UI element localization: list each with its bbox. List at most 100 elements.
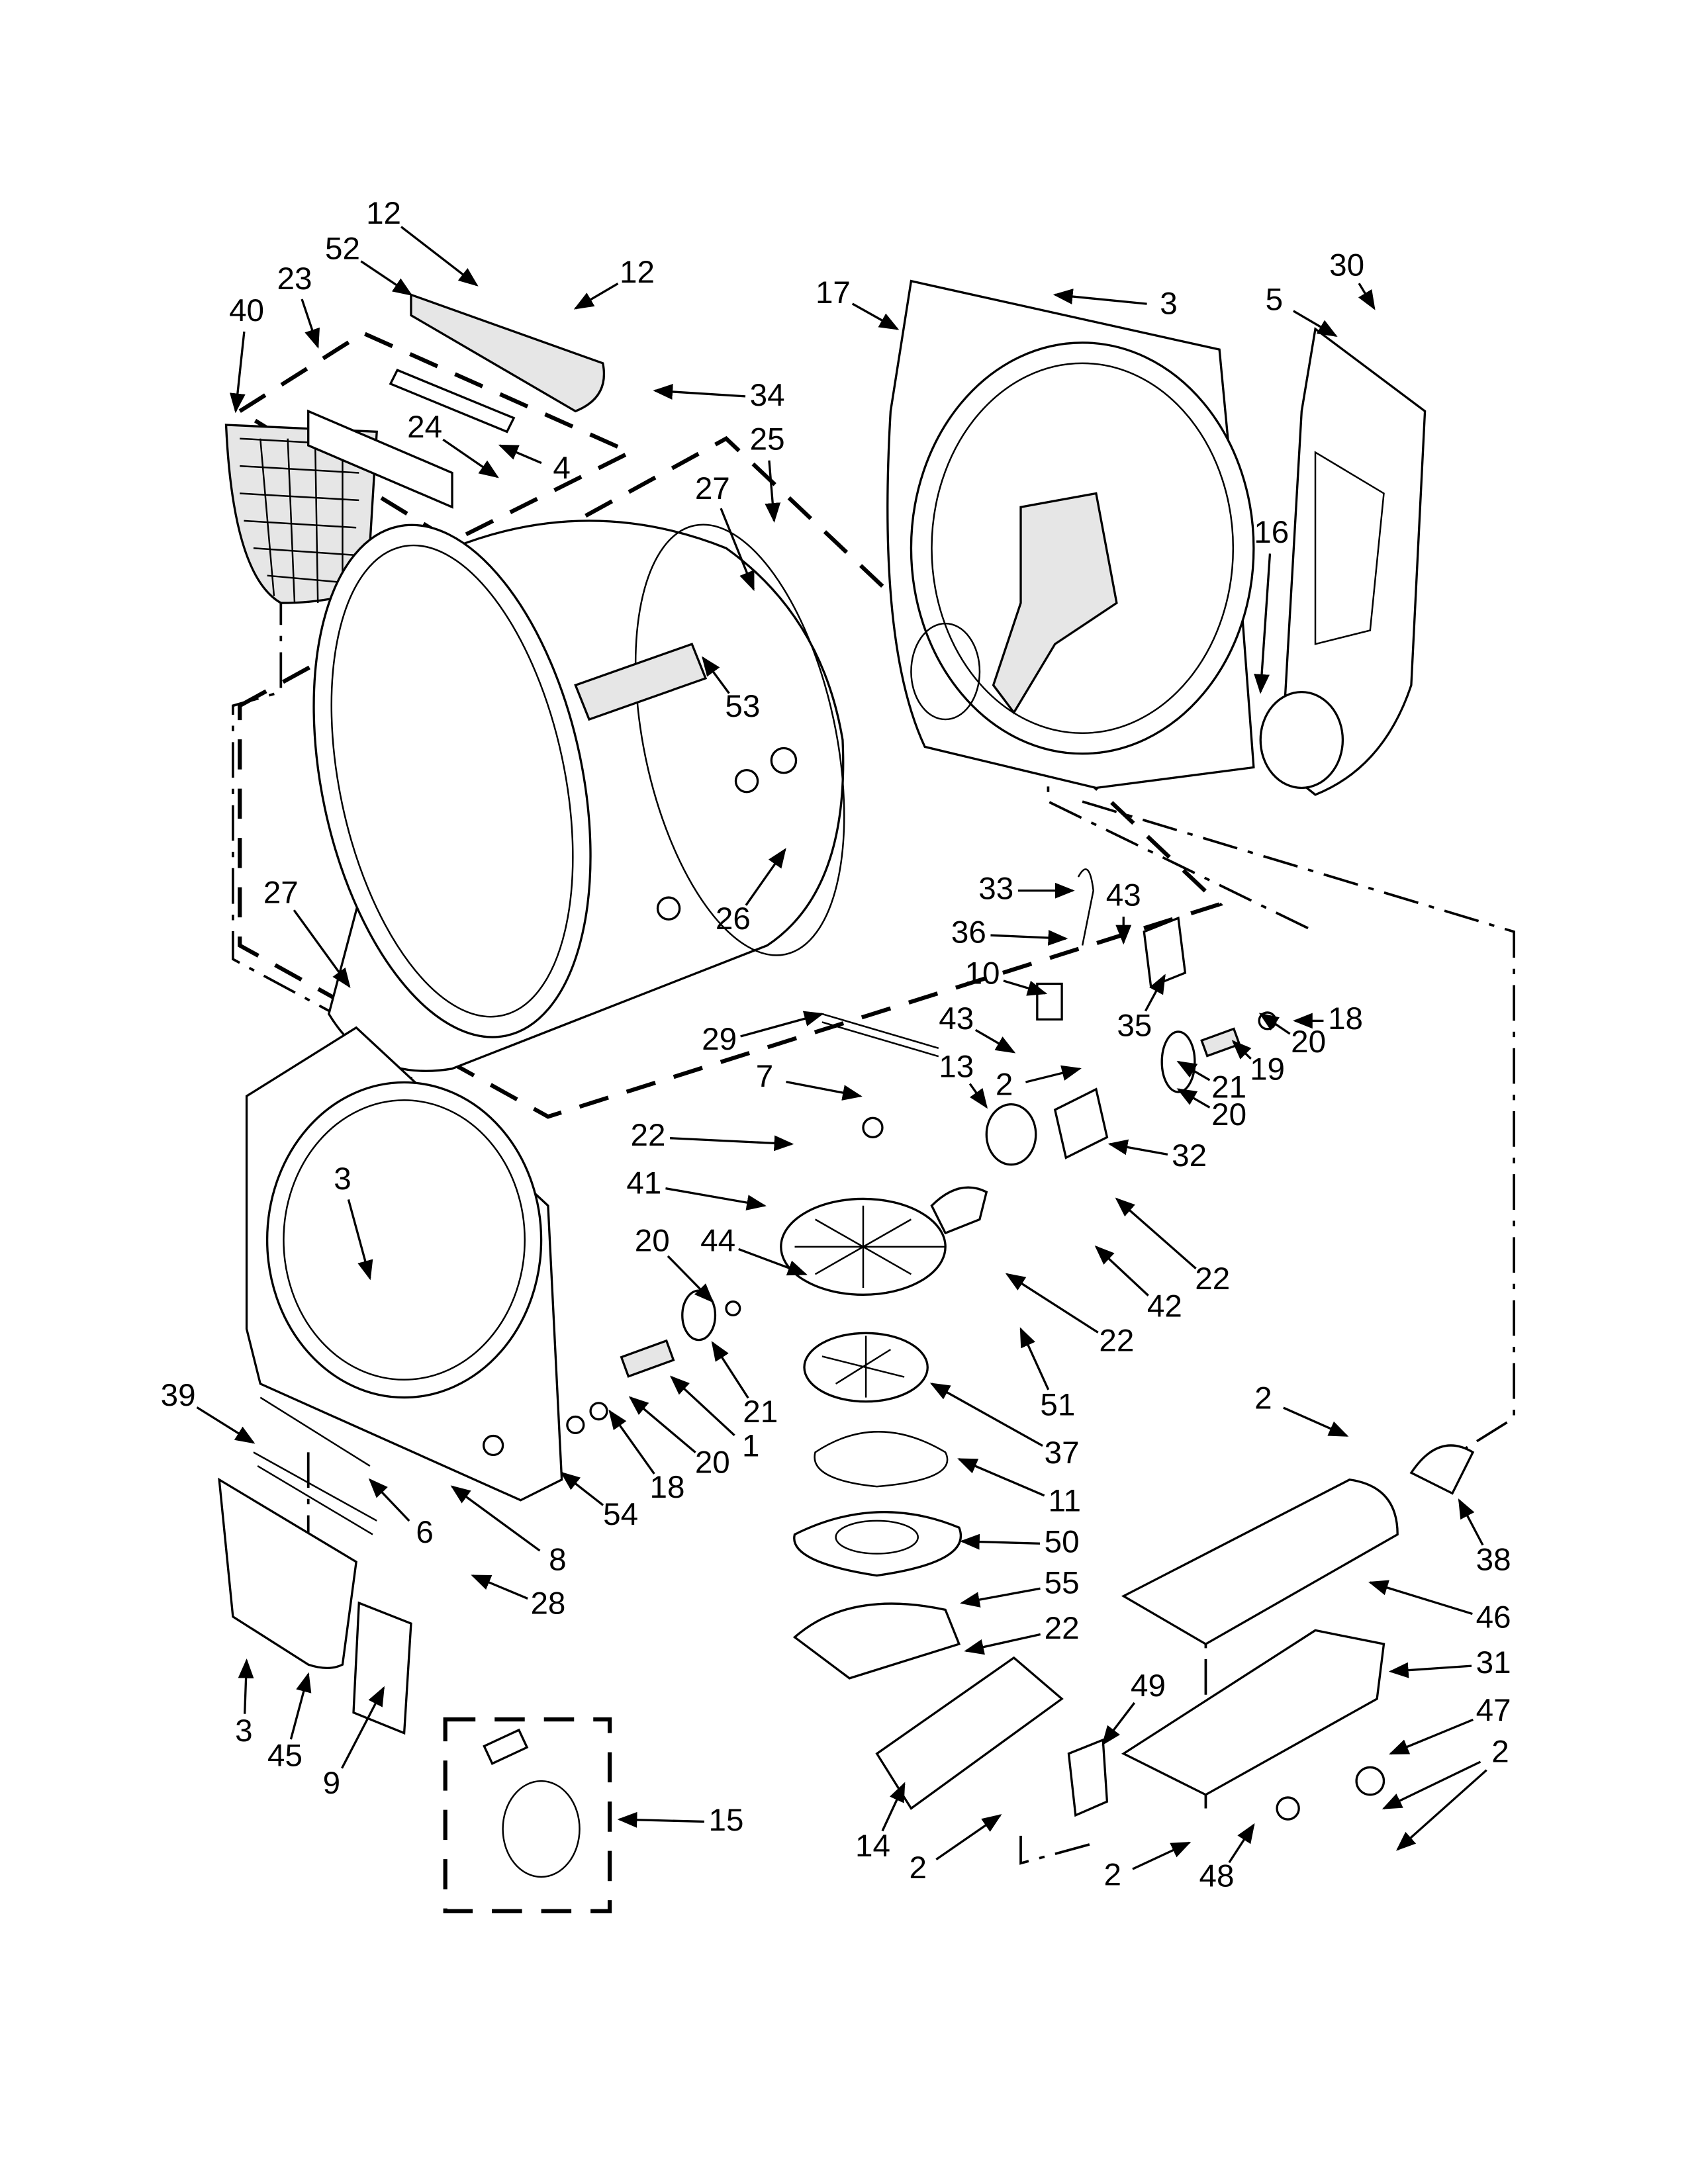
leader-arrow (702, 656, 730, 694)
heater-assembly (875, 1444, 1475, 1821)
callout-22: 22 (964, 1611, 1080, 1655)
callout-36: 36 (951, 915, 1068, 950)
leader-arrow (1231, 1040, 1252, 1060)
callout-number: 23 (277, 261, 312, 296)
callout-7: 7 (756, 1059, 863, 1101)
callout-27: 27 (263, 876, 351, 989)
callout-number: 7 (756, 1059, 773, 1094)
leader-arrow (617, 1811, 704, 1828)
leader-arrow (738, 1248, 808, 1276)
callout-22: 22 (631, 1118, 794, 1153)
callout-number: 36 (951, 915, 986, 950)
callout-40: 40 (229, 293, 264, 414)
callout-number: 29 (702, 1022, 737, 1057)
callout-2: 2 (1254, 1381, 1349, 1437)
callout-45: 45 (267, 1672, 312, 1774)
callout-number: 47 (1476, 1693, 1511, 1728)
leader-arrow (1025, 1065, 1082, 1083)
callout-27: 27 (695, 471, 755, 592)
leader-arrow (1003, 979, 1048, 996)
leader-arrow (1019, 1327, 1050, 1390)
callout-19: 19 (1231, 1040, 1285, 1087)
callout-21: 21 (711, 1341, 778, 1430)
leader-arrow (1115, 1197, 1197, 1270)
leader-arrow (196, 1406, 256, 1444)
callout-43: 43 (939, 1001, 1016, 1054)
callout-number: 40 (229, 293, 264, 328)
leader-arrow (881, 1782, 906, 1832)
callout-number: 16 (1254, 515, 1289, 550)
callout-25: 25 (750, 422, 785, 523)
callout-number: 19 (1250, 1052, 1285, 1087)
callout-number: 3 (334, 1161, 351, 1197)
callout-44: 44 (700, 1223, 808, 1276)
leader-arrow (1228, 1823, 1255, 1864)
callout-number: 54 (603, 1497, 638, 1532)
callout-47: 47 (1389, 1693, 1511, 1755)
callout-number: 18 (1328, 1001, 1363, 1036)
callout-number: 51 (1040, 1388, 1075, 1423)
callout-41: 41 (626, 1165, 767, 1210)
callout-39: 39 (161, 1378, 256, 1444)
rear-bulkhead (886, 279, 1255, 790)
callout-11: 11 (957, 1458, 1081, 1519)
leader-arrow (1258, 1013, 1291, 1035)
callout-22: 22 (1115, 1197, 1230, 1297)
callout-number: 6 (416, 1515, 433, 1550)
callout-number: 45 (267, 1739, 303, 1774)
callout-3: 3 (1053, 287, 1178, 322)
leader-arrow (471, 1574, 528, 1600)
leader-arrow (1388, 1662, 1472, 1678)
callout-number: 1 (742, 1429, 759, 1464)
callout-number: 34 (750, 378, 785, 413)
callout-number: 25 (750, 422, 785, 457)
leader-arrow (498, 444, 542, 465)
callout-48: 48 (1199, 1823, 1255, 1894)
callout-number: 20 (695, 1445, 730, 1480)
callout-16: 16 (1254, 515, 1289, 694)
lint-screen (224, 424, 378, 604)
rear-duct-cover (1259, 327, 1427, 796)
callout-number: 8 (549, 1543, 566, 1578)
leader-arrow (628, 1396, 696, 1453)
callout-number: 24 (407, 410, 442, 445)
callout-number: 35 (1117, 1008, 1152, 1043)
callout-22: 22 (1005, 1273, 1134, 1358)
callout-number: 2 (1491, 1734, 1509, 1769)
callout-43: 43 (1106, 878, 1141, 945)
callout-5: 5 (1266, 282, 1338, 337)
callout-number: 3 (1160, 287, 1177, 322)
callout-number: 48 (1199, 1859, 1235, 1894)
leader-arrow (289, 1672, 312, 1740)
callout-number: 15 (709, 1803, 744, 1838)
leader-arrow (293, 909, 351, 989)
callout-51: 51 (1019, 1327, 1075, 1423)
callout-34: 34 (653, 378, 785, 413)
leader-arrow (670, 1135, 794, 1152)
callout-20: 20 (628, 1396, 730, 1480)
callout-38: 38 (1458, 1498, 1511, 1578)
callout-24: 24 (407, 410, 499, 478)
leader-arrow (1254, 553, 1272, 694)
callout-18: 18 (608, 1409, 684, 1505)
callout-number: 49 (1131, 1668, 1166, 1704)
leader-arrow (341, 1686, 385, 1769)
lint-duct (218, 1396, 412, 1735)
callout-number: 20 (635, 1223, 670, 1258)
callout-number: 5 (1266, 282, 1283, 317)
leader-arrow (665, 1187, 767, 1210)
leader-arrow (1107, 1139, 1168, 1156)
leader-arrow (1005, 1273, 1099, 1334)
leader-arrow (740, 1011, 824, 1038)
callout-number: 37 (1045, 1435, 1080, 1471)
callout-number: 22 (1099, 1323, 1134, 1358)
leader-arrow (667, 1255, 714, 1303)
callout-33: 33 (978, 871, 1075, 906)
callout-21: 21 (1176, 1060, 1246, 1105)
leader-arrow (230, 331, 246, 414)
leader-arrow (400, 226, 479, 287)
callout-number: 33 (978, 871, 1013, 906)
leader-arrow (964, 1633, 1041, 1655)
callout-20: 20 (635, 1223, 714, 1303)
